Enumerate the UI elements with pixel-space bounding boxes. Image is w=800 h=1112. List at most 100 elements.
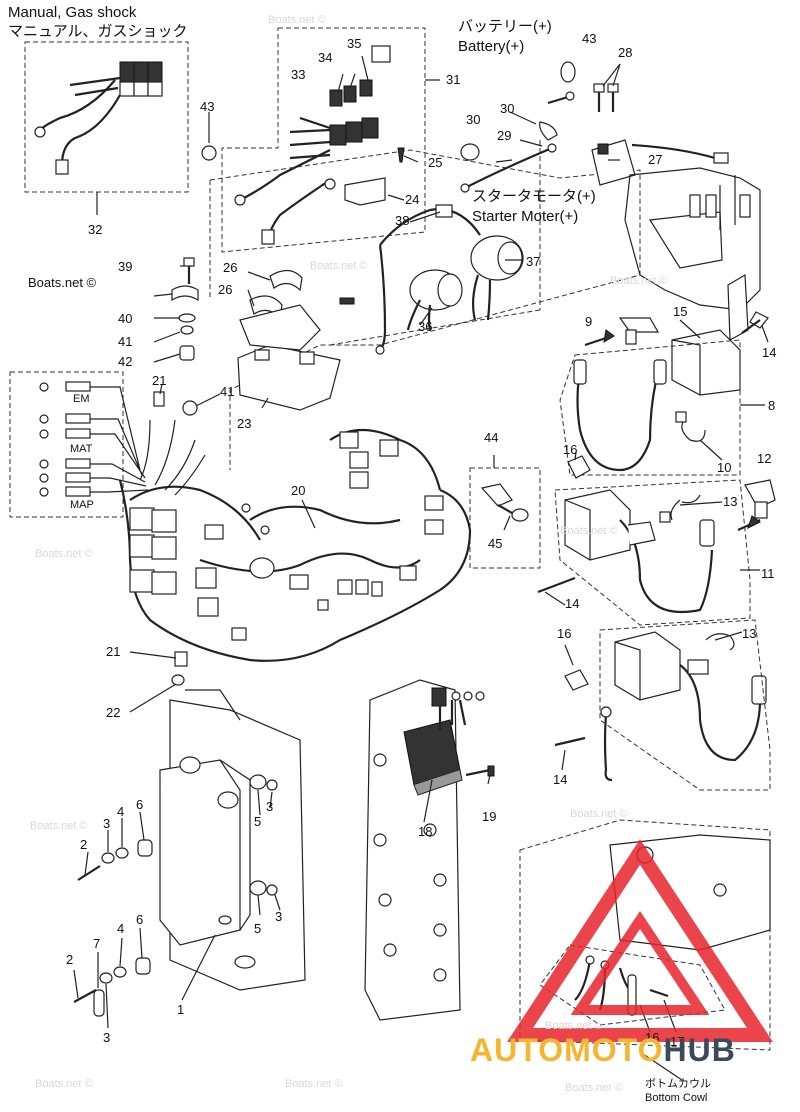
callout-21a: 21 (152, 373, 167, 388)
rectifier-assembly (364, 679, 495, 1021)
manual-harness-box (24, 41, 189, 193)
callout-25: 25 (428, 155, 443, 170)
callout-11: 11 (761, 566, 775, 581)
callout-17: 17 (670, 1034, 685, 1049)
fuse-21a (153, 391, 165, 407)
caption-starter-jp: スタータモータ(+) (472, 188, 596, 205)
fuse-21b (174, 651, 188, 667)
callout-30b: 30 (466, 112, 481, 127)
callout-10: 10 (717, 460, 732, 475)
ecu-assembly (73, 689, 306, 1017)
caption-bottom-cowl-jp: ボトムカウル (645, 1078, 711, 1090)
manual-harness-part (34, 61, 163, 175)
label-em: EM (73, 393, 90, 405)
callout-9: 9 (585, 314, 593, 329)
callout-8: 8 (768, 398, 776, 413)
watermark-11: Boats.net © (565, 1082, 623, 1094)
callout-43a: 43 (200, 99, 215, 114)
callout-38: 38 (395, 213, 410, 228)
watermark-3: Boats.net © (545, 1020, 603, 1032)
callout-16c: 16 (645, 1030, 660, 1045)
watermark-5: Boats.net © (35, 548, 93, 560)
engine-block-upper (624, 167, 761, 341)
callout-34: 34 (318, 50, 333, 65)
callout-4b: 4 (117, 921, 125, 936)
callout-12: 12 (757, 451, 772, 466)
callout-3d: 3 (103, 1030, 111, 1045)
callout-35: 35 (347, 36, 362, 51)
watermark-10: Boats.net © (610, 275, 668, 287)
caption-bottom-cowl-en: Bottom Cowl (645, 1092, 708, 1104)
watermark-7: Boats.net © (285, 1078, 343, 1090)
watermark-9: Boats.net © (570, 808, 628, 820)
ignition-coil-lower (600, 631, 767, 782)
watermark-1: Boats.net © (268, 14, 326, 26)
callout-28: 28 (618, 45, 633, 60)
callout-2a: 2 (80, 837, 88, 852)
ignition-coil-middle (564, 489, 715, 614)
clamp-16b (564, 669, 589, 691)
watermark-dark: Boats.net © (28, 275, 97, 290)
clamp-16a (567, 455, 591, 479)
screw-25-part (397, 147, 405, 163)
callout-14b: 14 (565, 596, 580, 611)
callout-44: 44 (484, 430, 499, 445)
bolt-stack-part (171, 257, 199, 361)
sensor-box (9, 371, 124, 518)
grommet-43a-part (201, 145, 217, 161)
callout-39: 39 (118, 259, 133, 274)
callout-42: 42 (118, 354, 133, 369)
callout-20: 20 (291, 483, 306, 498)
callout-27: 27 (648, 152, 663, 167)
callout-23: 23 (237, 416, 252, 431)
callout-37: 37 (526, 254, 541, 269)
watermark-6: Boats.net © (30, 820, 88, 832)
callout-7: 7 (93, 936, 101, 951)
callout-36: 36 (418, 319, 433, 334)
callout-26a: 26 (223, 260, 238, 275)
callout-24: 24 (405, 192, 420, 207)
callout-16a: 16 (563, 442, 578, 457)
callout-15: 15 (673, 304, 688, 319)
callout-14c: 14 (553, 772, 568, 787)
callout-1: 1 (177, 1002, 185, 1017)
callout-18: 18 (418, 824, 433, 839)
callout-3c: 3 (275, 909, 283, 924)
callout-13b: 13 (742, 626, 757, 641)
callout-3b: 3 (266, 799, 274, 814)
callout-6a: 6 (136, 797, 144, 812)
watermark-2: Boats.net © (310, 260, 368, 272)
brand-part2: HUB (663, 1032, 736, 1068)
caption-battery-en: Battery(+) (458, 38, 525, 55)
plate-23-part (182, 304, 341, 416)
callout-21b: 21 (106, 644, 121, 659)
watermark-8: Boats.net © (35, 1078, 93, 1090)
callout-2b: 2 (66, 952, 74, 967)
callout-41a: 41 (118, 334, 133, 349)
sensor-connectors (39, 381, 149, 497)
watermark-4: Boats.net © (560, 525, 618, 537)
callout-33: 33 (291, 67, 306, 82)
main-harness-part (118, 419, 472, 662)
callout-22: 22 (106, 705, 121, 720)
brand-logo: AUTOMOTOHUB (470, 1032, 736, 1069)
caption-starter-en: Starter Moter(+) (472, 208, 579, 225)
callout-5a: 5 (254, 814, 262, 829)
grommet-22 (171, 674, 185, 686)
relay-harness-part (234, 45, 391, 245)
callout-6b: 6 (136, 912, 144, 927)
callout-14a: 14 (762, 345, 777, 360)
label-map: MAP (70, 499, 94, 511)
caption-manual-jp: マニュアル、ガスショック (8, 23, 188, 40)
starter-relay-part (339, 204, 524, 355)
brand-part1: AUTOMOTO (470, 1032, 664, 1068)
callout-40: 40 (118, 311, 133, 326)
callout-32: 32 (88, 222, 103, 237)
callout-3a: 3 (103, 816, 111, 831)
callout-4a: 4 (117, 804, 125, 819)
label-mat: MAT (70, 443, 93, 455)
battery-leads-part (460, 61, 736, 230)
callout-16b: 16 (557, 626, 572, 641)
